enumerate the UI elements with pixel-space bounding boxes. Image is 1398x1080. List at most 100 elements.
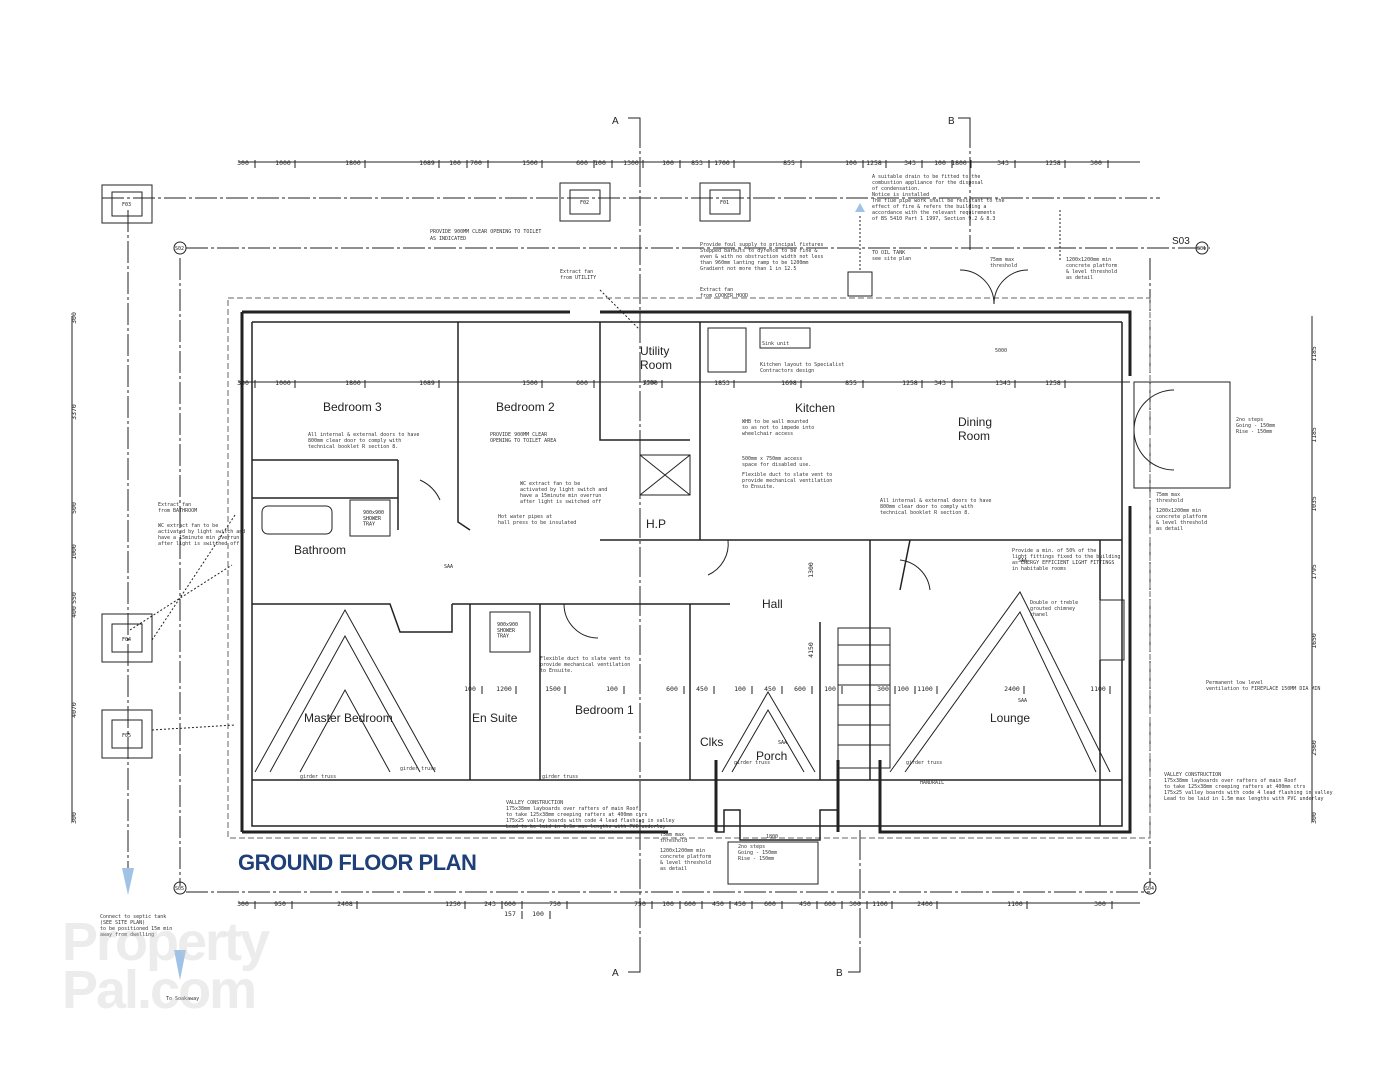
dimension-label: 343 bbox=[997, 159, 1009, 167]
dimension-label: 600 bbox=[666, 685, 678, 693]
dimension-label: 300 bbox=[70, 312, 78, 324]
dimension-label: 1300 bbox=[623, 159, 639, 167]
annotation-note: Going - 150mm bbox=[738, 850, 777, 856]
dimension-label: 100 bbox=[532, 910, 544, 918]
dimension-label: 1035 bbox=[1310, 496, 1318, 512]
annotation-note: Provide foul supply to principal fixture… bbox=[700, 242, 823, 248]
annotation-note: technical booklet R section 8. bbox=[308, 444, 398, 450]
dimension-label: 450 bbox=[696, 685, 708, 693]
dimension-label: 450 bbox=[799, 900, 811, 908]
annotation-note: away from dwelling bbox=[100, 932, 154, 938]
annotation-note: as ENERGY EFFICIENT LIGHT FITTINGS bbox=[1012, 560, 1114, 566]
dimension-label: 100 bbox=[594, 159, 606, 167]
dimension-label: 1500 bbox=[522, 159, 538, 167]
room-label-bedroom-2: Bedroom 2 bbox=[496, 400, 555, 414]
annotation-note: Sink unit bbox=[762, 341, 789, 347]
room-label-bedroom-3: Bedroom 3 bbox=[323, 400, 382, 414]
annotation-note: 75mm max bbox=[1156, 492, 1180, 498]
annotation-note: 2no steps bbox=[1236, 417, 1263, 423]
annotation-note: Lead to be laid in 1.5m max lengths with… bbox=[1164, 796, 1324, 802]
dimension-label: 1800 bbox=[951, 159, 967, 167]
dimension-label: 600 bbox=[576, 379, 588, 387]
footing-tag-f04: F04 bbox=[122, 637, 131, 643]
annotation-note: 500mm x 750mm access bbox=[742, 456, 802, 462]
dimension-label: 1200 bbox=[496, 685, 512, 693]
dimension-label: 1853 bbox=[714, 379, 730, 387]
dimension-label: 300 bbox=[1094, 900, 1106, 908]
dimension-label: 855 bbox=[783, 159, 795, 167]
annotation-note: Flexible duct to slate vent to bbox=[742, 472, 832, 478]
dimension-label: 600 bbox=[794, 685, 806, 693]
annotation-note: 1800 bbox=[766, 834, 778, 840]
annotation-note: girder truss bbox=[906, 760, 942, 766]
annotation-note: TO OIL TANK bbox=[872, 250, 905, 256]
dimension-label: 450 bbox=[734, 900, 746, 908]
dimension-label: 100 bbox=[897, 685, 909, 693]
dimension-label: 600 bbox=[764, 900, 776, 908]
annotation-note: & level threshold bbox=[1156, 520, 1207, 526]
dimension-label: 600 bbox=[504, 900, 516, 908]
annotation-note: WHB to be wall mounted bbox=[742, 419, 808, 425]
annotation-note: Kitchen layout to Specialist bbox=[760, 362, 844, 368]
dimension-label: 100 bbox=[734, 685, 746, 693]
section-marker-b-bottom: B bbox=[836, 968, 843, 979]
grid-tag-s02: S02 bbox=[175, 246, 184, 252]
annotation-note: grouted chimney bbox=[1030, 606, 1075, 612]
section-marker-b-top: B bbox=[948, 116, 955, 127]
annotation-note: have a 15minute min overrun bbox=[520, 493, 601, 499]
room-label-hall: Hall bbox=[762, 597, 783, 611]
dimension-label: 1800 bbox=[345, 379, 361, 387]
annotation-note: to Ensuite. bbox=[742, 484, 775, 490]
dimension-label: 300 bbox=[1090, 159, 1102, 167]
page-title: GROUND FLOOR PLAN bbox=[238, 850, 477, 875]
annotation-note: provide mechanical ventilation bbox=[742, 478, 832, 484]
dimension-label: 300 bbox=[237, 379, 249, 387]
dimension-label: 500 bbox=[70, 502, 78, 514]
dimension-label: 157 bbox=[504, 910, 516, 918]
annotation-note: Extract fan bbox=[560, 269, 593, 275]
annotation-note: 1200x1200mm min bbox=[1156, 508, 1201, 514]
room-label-kitchen: Kitchen bbox=[795, 401, 835, 415]
annotation-note: 800mm clear door to comply with bbox=[880, 504, 973, 510]
dimension-label: 300 bbox=[877, 685, 889, 693]
annotation-note: VALLEY CONSTRUCTION bbox=[506, 800, 563, 806]
room-label-bedroom-1: Bedroom 1 bbox=[575, 703, 634, 717]
dimension-label: 1100 bbox=[1090, 685, 1106, 693]
annotation-note: & level threshold bbox=[660, 860, 711, 866]
annotation-note: All internal & external doors to have bbox=[880, 498, 991, 504]
dimension-label: 300 bbox=[237, 900, 249, 908]
dimension-label: 1258 bbox=[1045, 379, 1061, 387]
annotation-note: combustion appliance for the disposal bbox=[872, 180, 983, 186]
dimension-label: 100 bbox=[845, 159, 857, 167]
dimension-label: 1258 bbox=[902, 379, 918, 387]
grid-tag-s04: S04 bbox=[1145, 886, 1154, 892]
annotation-note: Connect to septic tank bbox=[100, 914, 166, 920]
section-marker-a-bottom: A bbox=[612, 968, 619, 979]
annotation-note: PROVIDE 900MM CLEAR OPENING TO TOILET bbox=[430, 229, 541, 235]
annotation-note: have a 15minute min overrun bbox=[158, 535, 239, 541]
footing-tag-f02: F02 bbox=[580, 200, 589, 206]
dimension-label: 1258 bbox=[1045, 159, 1061, 167]
room-label-en-suite: En Suite bbox=[472, 711, 518, 725]
dimension-label: 1258 bbox=[866, 159, 882, 167]
dimension-label: 853 bbox=[691, 159, 703, 167]
annotation-note: girder truss bbox=[734, 760, 770, 766]
annotation-note: The flue pipe work shall be resistant to… bbox=[872, 198, 1004, 204]
dimension-label: 950 bbox=[274, 900, 286, 908]
annotation-note: to take 125x38mm creeping rafters at 400… bbox=[1164, 784, 1305, 790]
annotation-note: PROVIDE 900MM CLEAR bbox=[490, 432, 548, 438]
dimension-label: 2400 bbox=[917, 900, 933, 908]
dimension-label: 1300 bbox=[642, 379, 658, 387]
annotation-note: accordance with the relevant requirement… bbox=[872, 210, 995, 216]
annotation-note: 75mm max bbox=[660, 832, 684, 838]
annotation-note: to be positioned 15m min bbox=[100, 926, 172, 932]
annotation-note: threshold bbox=[990, 263, 1017, 269]
